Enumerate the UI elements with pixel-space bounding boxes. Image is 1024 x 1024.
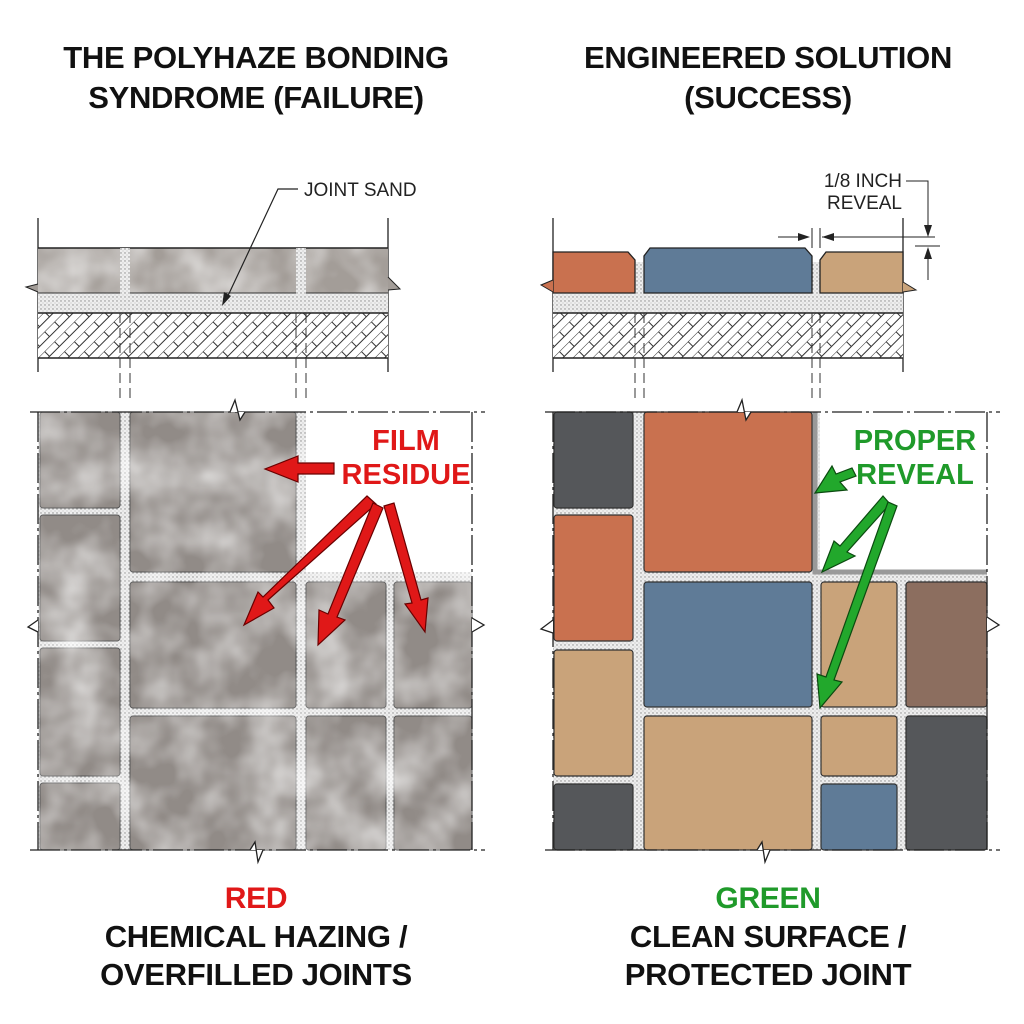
callout-line1: PROPER: [853, 425, 977, 457]
right-plan-view: [539, 397, 1001, 865]
blue-paver: [643, 581, 813, 708]
legend-line2: OVERFILLED JOINTS: [100, 957, 412, 992]
brown-paver: [905, 581, 988, 708]
dim-label-line2: REVEAL: [827, 193, 902, 214]
charcoal-paver: [553, 783, 634, 851]
red-arrow-diag-icon: [242, 495, 377, 627]
callout-line2: REVEAL: [856, 459, 974, 491]
tan-paver: [820, 581, 898, 708]
leader-arrowhead-icon: [222, 292, 231, 306]
callout-line2: RESIDUE: [341, 459, 471, 491]
right-legend: GREEN CLEAN SURFACE / PROTECTED JOINT: [512, 880, 1024, 994]
film-residue-arrows: [242, 455, 429, 647]
legend-line1: CHEMICAL HAZING /: [104, 919, 408, 954]
green-arrow-diag-icon: [820, 495, 891, 574]
right-cross-section: [539, 180, 940, 400]
dim-arrow-up-icon: [924, 247, 932, 259]
tan-paver-section: [819, 251, 904, 294]
green-arrow-long-icon: [816, 501, 898, 710]
tan-paver: [553, 649, 634, 777]
terracotta-paver: [553, 514, 634, 642]
legend-key-green: GREEN: [715, 882, 821, 915]
tan-paver: [643, 715, 813, 851]
blue-paver: [820, 783, 898, 851]
dim-arrow-down-icon: [924, 225, 932, 237]
red-arrow-diag-icon: [317, 502, 384, 647]
tan-paver: [820, 715, 898, 777]
charcoal-paver: [905, 715, 988, 851]
red-arrow-diag-icon: [383, 502, 429, 634]
reveal-dimension: [778, 180, 940, 280]
blue-paver-section: [643, 247, 813, 294]
terracotta-paver-section: [552, 251, 636, 294]
left-title-line2: SYNDROME (FAILURE): [88, 80, 424, 115]
legend-line2: PROTECTED JOINT: [624, 957, 912, 992]
green-arrow-short-icon: [813, 464, 857, 494]
proper-reveal-callout: PROPER REVEAL: [848, 424, 982, 492]
left-title-line1: THE POLYHAZE BONDING: [63, 40, 449, 75]
film-residue-callout: FILM RESIDUE: [336, 424, 476, 492]
red-arrow-left-icon: [263, 455, 335, 483]
legend-line1: CLEAN SURFACE /: [629, 919, 907, 954]
legend-key-red: RED: [224, 882, 288, 915]
left-plan-view: [26, 397, 486, 865]
left-legend: RED CHEMICAL HAZING / OVERFILLED JOINTS: [0, 880, 512, 994]
proper-reveal-arrows: [813, 464, 898, 710]
right-panel-title: ENGINEERED SOLUTION (SUCCESS): [512, 38, 1024, 118]
reveal-dimension-label: 1/8 INCH REVEAL: [822, 171, 902, 215]
callout-line1: FILM: [372, 425, 440, 457]
right-title-line1: ENGINEERED SOLUTION: [583, 40, 953, 75]
right-title-line2: (SUCCESS): [684, 80, 852, 115]
dim-label-line1: 1/8 INCH: [823, 171, 902, 192]
charcoal-paver: [553, 411, 634, 509]
left-panel-title: THE POLYHAZE BONDING SYNDROME (FAILURE): [0, 38, 512, 118]
terracotta-paver: [643, 411, 813, 573]
joint-sand-label: JOINT SAND: [304, 180, 417, 201]
left-cross-section: [24, 188, 402, 400]
joint-sand-leader-line: [225, 188, 298, 301]
